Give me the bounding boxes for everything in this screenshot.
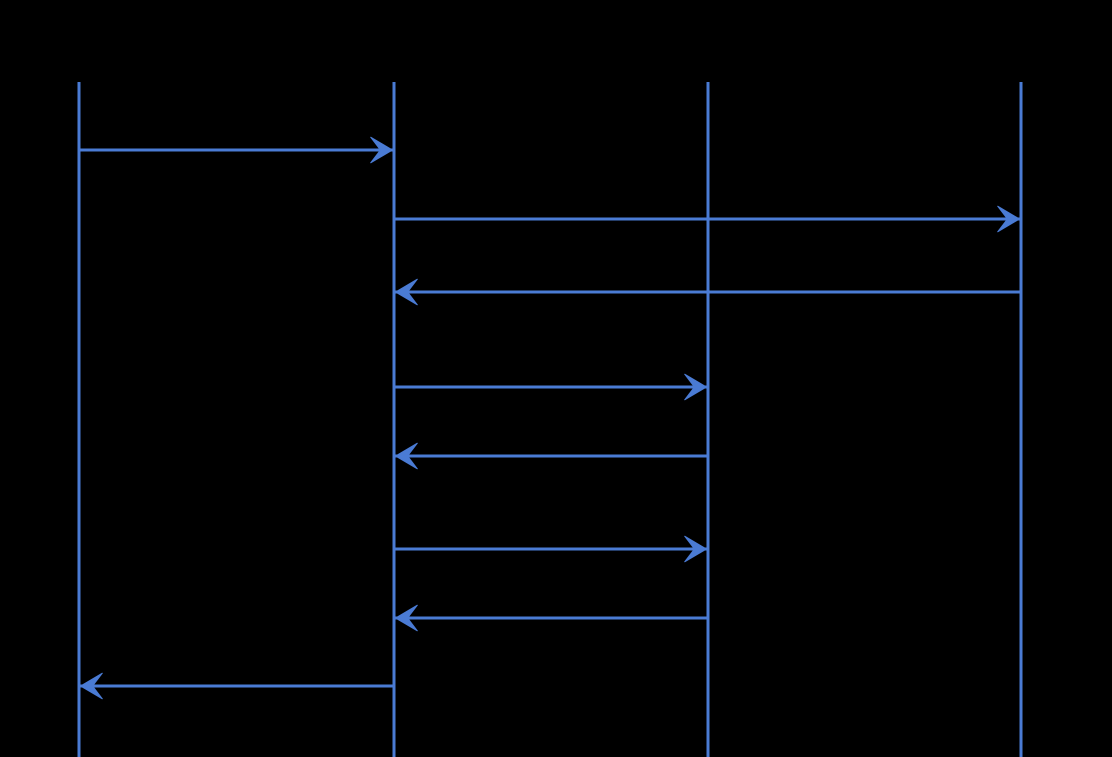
message-arrowhead-7 xyxy=(394,604,418,632)
message-3[interactable] xyxy=(394,278,1022,306)
message-7[interactable] xyxy=(394,604,709,632)
message-8[interactable] xyxy=(79,672,395,700)
message-arrowhead-6 xyxy=(684,535,708,563)
message-arrowhead-3 xyxy=(394,278,418,306)
message-arrowhead-8 xyxy=(79,672,103,700)
message-1[interactable] xyxy=(79,136,394,164)
message-4[interactable] xyxy=(394,373,708,401)
message-6[interactable] xyxy=(394,535,708,563)
message-2[interactable] xyxy=(394,205,1021,233)
message-5[interactable] xyxy=(394,442,709,470)
message-arrowhead-5 xyxy=(394,442,418,470)
message-arrowhead-1 xyxy=(370,136,394,164)
message-arrowhead-4 xyxy=(684,373,708,401)
message-arrowhead-2 xyxy=(997,205,1021,233)
